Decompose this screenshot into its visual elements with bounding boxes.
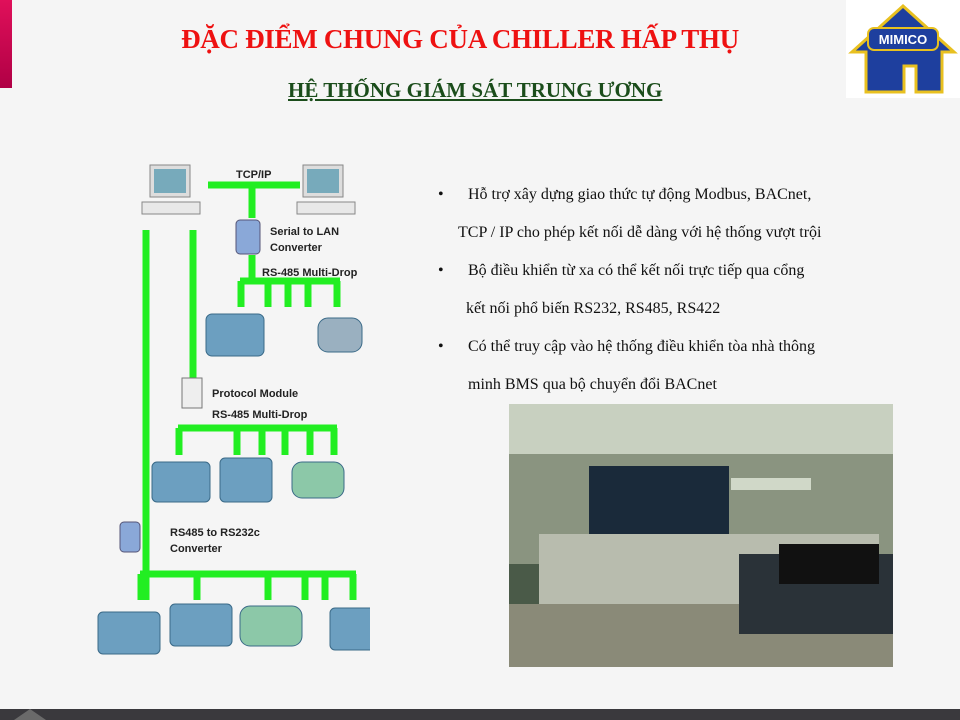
converter-label-2: Converter [170, 543, 223, 555]
accent-bar [0, 0, 12, 88]
bullet-continuation: TCP / IP cho phép kết nối dễ dàng với hệ… [458, 224, 822, 241]
bullet-continuation: minh BMS qua bộ chuyển đổi BACnet [468, 376, 717, 393]
slide-subtitle: HỆ THỐNG GIÁM SÁT TRUNG ƯƠNG [288, 78, 663, 102]
rs485-label-b: RS-485 Multi-Drop [212, 409, 308, 421]
bullet-item: •Hỗ trợ xây dựng giao thức tự động Modbu… [438, 186, 812, 203]
network-diagram: TCP/IP Serial to LAN Converter RS-485 Mu… [97, 164, 370, 655]
computer-icon [141, 164, 356, 215]
serial-label-2: Converter [270, 242, 323, 254]
converter-label-1: RS485 to RS232c [170, 527, 260, 539]
serial-label-1: Serial to LAN [270, 226, 339, 238]
bullet-item: •Có thể truy cập vào hệ thống điều khiển… [438, 338, 816, 355]
footer-bar [0, 709, 960, 720]
mimico-logo: MIMICO [846, 0, 960, 98]
tcpip-label: TCP/IP [236, 169, 271, 181]
bullet-item: •Bộ điều khiển từ xa có thể kết nối trực… [438, 262, 805, 279]
control-room-photo [509, 404, 893, 667]
footer-triangle [14, 709, 46, 720]
rs485-label-a: RS-485 Multi-Drop [262, 267, 358, 279]
protocol-label: Protocol Module [212, 388, 298, 400]
slide-title: ĐẶC ĐIỂM CHUNG CỦA CHILLER HẤP THỤ [181, 24, 739, 54]
bullet-list: •Hỗ trợ xây dựng giao thức tự động Modbu… [430, 176, 900, 404]
svg-text:MIMICO: MIMICO [879, 32, 927, 47]
bullet-continuation: kết nối phổ biến RS232, RS485, RS422 [466, 300, 721, 317]
